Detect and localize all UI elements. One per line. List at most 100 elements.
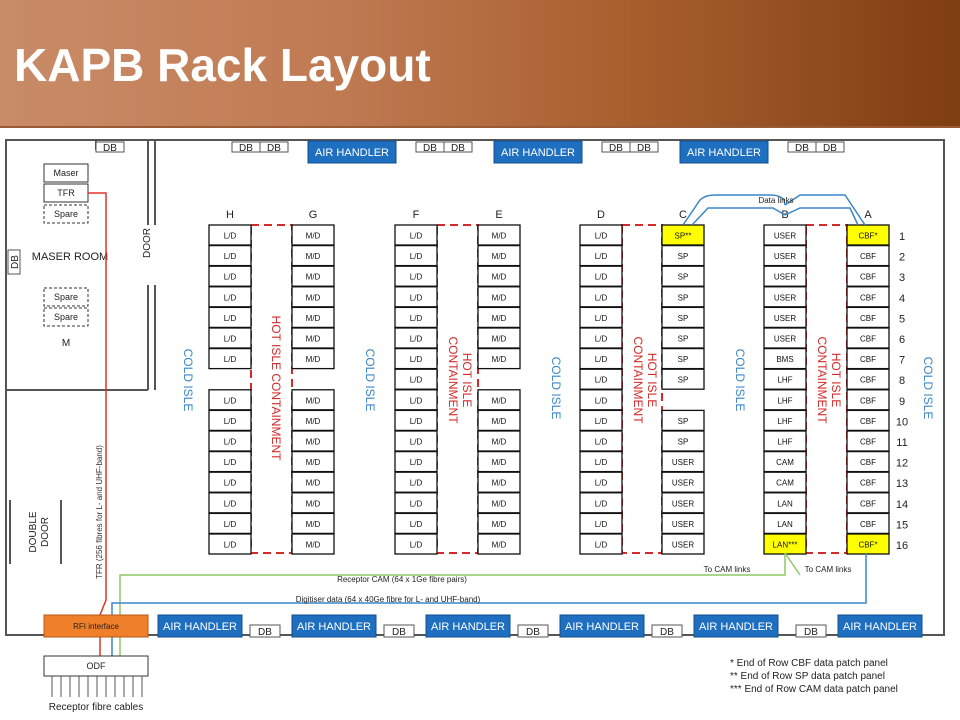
db-label: DB (637, 143, 651, 154)
row-number: 7 (899, 355, 905, 367)
rack-label: L/D (410, 355, 423, 364)
rack-label: USER (774, 335, 796, 344)
rack-label: SP (678, 376, 689, 385)
rack-label: CBF (860, 293, 876, 302)
rack-cell (208, 533, 252, 555)
tfr-fibre-label: TFR (256 fibres for L- and UHF-band) (95, 445, 104, 579)
air-handler-label: AIR HANDLER (431, 621, 505, 633)
rack-label: L/D (595, 355, 608, 364)
cam-link-line (784, 552, 801, 576)
cold-isle-label: COLD ISLE (921, 357, 935, 420)
rack-label: LAN (777, 520, 793, 529)
db-label: DB (239, 143, 253, 154)
rack-label: L/D (410, 396, 423, 405)
maser-label: Maser (53, 168, 78, 178)
rack-label: CBF (860, 314, 876, 323)
rack-label: M/D (492, 438, 507, 447)
rack-label: M/D (306, 335, 321, 344)
rack-label: M/D (306, 396, 321, 405)
rack-cell (846, 533, 890, 555)
rack-label: M/D (492, 293, 507, 302)
rack-label: M/D (492, 396, 507, 405)
db-label: DB (451, 143, 465, 154)
rack-label: L/D (224, 541, 237, 550)
rack-label: M/D (306, 499, 321, 508)
row-number: 10 (896, 416, 908, 428)
rack-label: USER (672, 499, 694, 508)
cold-isle-label: COLD ISLE (363, 349, 377, 412)
data-link-line (784, 194, 866, 226)
rack-label: USER (774, 314, 796, 323)
rack-label: L/D (224, 273, 237, 282)
rack-label: M/D (492, 458, 507, 467)
db-box (443, 141, 473, 153)
rack-label: M/D (306, 520, 321, 529)
door-label: DOOR (142, 228, 153, 258)
banner-divider (0, 126, 960, 128)
rack-cell (477, 347, 521, 370)
footnote: ** End of Row SP data patch panel (730, 671, 885, 682)
rack-label: SP (678, 335, 689, 344)
rack-label: L/D (224, 438, 237, 447)
rack-label: L/D (224, 520, 237, 529)
air-handler (157, 614, 243, 638)
rack-label: SP (678, 417, 689, 426)
rack-label: L/D (410, 479, 423, 488)
rack-label: CBF (860, 479, 876, 488)
data-link-line (784, 207, 859, 226)
rack-label: M/D (492, 520, 507, 529)
rack-cell (291, 347, 335, 370)
column-letter: G (309, 209, 318, 221)
db-box (795, 624, 827, 638)
db-label: DB (10, 255, 21, 269)
db-box (815, 141, 845, 153)
rack-label: CBF (860, 355, 876, 364)
rack-label: USER (672, 541, 694, 550)
rack-label: CBF (860, 438, 876, 447)
rack-label: CBF (860, 458, 876, 467)
db-label: DB (103, 143, 117, 154)
rack-label: CAM (776, 458, 794, 467)
rack-label: M/D (492, 273, 507, 282)
maser-box (43, 163, 89, 183)
rack-label: L/D (595, 335, 608, 344)
rack-label: USER (672, 479, 694, 488)
spare-box (43, 287, 89, 307)
rfi-interface (43, 614, 149, 638)
page-title: KAPB Rack Layout (14, 39, 431, 91)
rack-label: L/D (595, 541, 608, 550)
db-box (651, 624, 683, 638)
air-handler (559, 614, 645, 638)
row-number: 5 (899, 313, 905, 325)
containment-label: CONTAINMENT (815, 336, 829, 424)
rack-label: L/D (595, 417, 608, 426)
db-label: DB (392, 627, 406, 638)
air-handler-label: AIR HANDLER (501, 147, 575, 159)
rack-label: L/D (595, 479, 608, 488)
rack-label: CBF* (858, 541, 877, 550)
rack-label: CBF (860, 252, 876, 261)
db-box (383, 624, 415, 638)
db-label: DB (526, 627, 540, 638)
air-handler-label: AIR HANDLER (163, 621, 237, 633)
rack-label: L/D (595, 314, 608, 323)
rack-label: M/D (306, 541, 321, 550)
rack-label: L/D (410, 376, 423, 385)
rack-label: L/D (224, 355, 237, 364)
hot-isle-label: HOT ISLE (460, 353, 474, 407)
rack-label: M/D (492, 417, 507, 426)
rack-label: LHF (777, 438, 792, 447)
rack-label: M/D (306, 232, 321, 241)
rack-label: USER (672, 520, 694, 529)
db-label: DB (267, 143, 281, 154)
to-cam-links-label: To CAM links (704, 565, 751, 574)
receptor-fibre-label: Receptor fibre cables (49, 702, 144, 713)
db-box (629, 141, 659, 153)
spare-box (43, 204, 89, 224)
rack-label: M/D (306, 252, 321, 261)
rack-label: CBF (860, 335, 876, 344)
rack-label: LHF (777, 417, 792, 426)
column-letter: E (495, 209, 502, 221)
air-handler (493, 140, 583, 164)
